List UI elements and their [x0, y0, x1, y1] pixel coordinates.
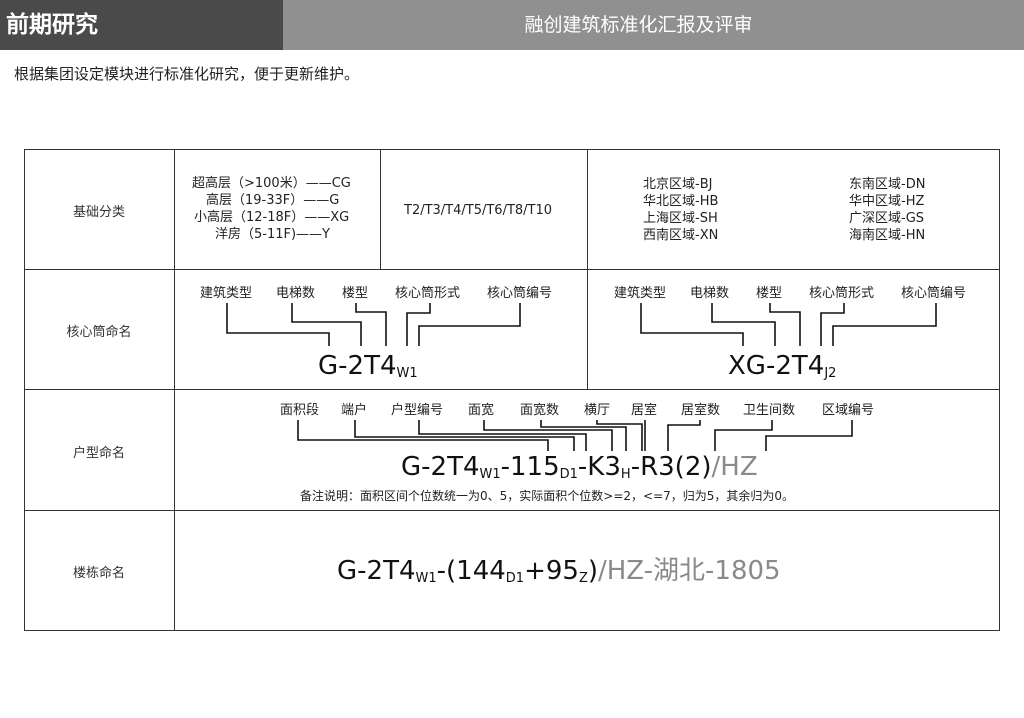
row-label-unit: 户型命名	[72, 446, 125, 461]
row-divider	[24, 510, 1000, 511]
header-bar: 前期研究 融创建筑标准化汇报及评审	[0, 0, 1024, 50]
height-class-item: 洋房（5-11F)——Y	[215, 227, 330, 242]
height-class-item: 小高层（12-18F）——XG	[194, 210, 350, 225]
core-part-label: 楼型	[756, 286, 783, 301]
region-item: 广深区域-GS	[849, 211, 925, 226]
region-item: 北京区域-BJ	[643, 177, 713, 192]
unit-part-label: 户型编号	[391, 403, 444, 418]
region-item: 华中区域-HZ	[849, 194, 925, 209]
row-divider	[24, 269, 1000, 270]
core-part-label: 电梯数	[690, 286, 730, 301]
core-part-label: 楼型	[342, 286, 369, 301]
unit-part-label: 端户	[341, 403, 368, 418]
height-class-item: 高层（19-33F）——G	[206, 193, 340, 208]
row-label-basic: 基础分类	[72, 205, 125, 220]
unit-part-label: 居室数	[681, 403, 721, 418]
building-types: T2/T3/T4/T5/T6/T8/T10	[404, 203, 553, 218]
column-divider	[380, 149, 381, 269]
row-label-building: 楼栋命名	[72, 566, 125, 581]
region-item: 海南区域-HN	[849, 228, 926, 243]
unit-part-label: 居室	[631, 403, 658, 418]
page-title: 融创建筑标准化汇报及评审	[524, 14, 753, 36]
section-title: 前期研究	[0, 0, 283, 50]
core-part-label: 核心筒形式	[809, 286, 875, 301]
row-divider	[24, 389, 1000, 390]
core-part-label: 核心筒形式	[395, 286, 461, 301]
unit-part-label: 横厅	[584, 403, 611, 418]
row-label-core: 核心筒命名	[66, 325, 132, 340]
core-part-label: 核心筒编号	[901, 286, 967, 301]
core-example-left: G-2T4W1	[318, 351, 418, 381]
unit-part-label: 面宽	[468, 403, 495, 418]
region-item: 华北区域-HB	[643, 194, 719, 209]
unit-part-label: 区域编号	[822, 403, 875, 418]
column-divider	[174, 149, 175, 631]
height-class-item: 超高层（>100米）——CG	[192, 176, 351, 191]
core-part-label: 电梯数	[276, 286, 316, 301]
unit-part-label: 卫生间数	[743, 403, 796, 418]
region-item: 上海区域-SH	[643, 211, 718, 226]
building-code-example: G-2T4W1-(144D1+95Z)/HZ-湖北-1805	[337, 556, 781, 586]
column-divider	[587, 149, 588, 389]
core-example-right: XG-2T4J2	[728, 351, 837, 381]
intro-text: 根据集团设定模块进行标准化研究，便于更新维护。	[14, 65, 360, 83]
region-item: 东南区域-DN	[849, 177, 926, 192]
region-item: 西南区域-XN	[643, 228, 719, 243]
core-part-label: 核心筒编号	[487, 286, 553, 301]
core-part-label: 建筑类型	[614, 286, 667, 301]
unit-note: 备注说明：面积区间个位数统一为0、5，实际面积个位数>=2，<=7，归为5，其余…	[300, 489, 795, 503]
core-part-label: 建筑类型	[200, 286, 253, 301]
unit-part-label: 面宽数	[520, 403, 560, 418]
unit-part-label: 面积段	[280, 403, 320, 418]
unit-code-example: G-2T4W1-115D1-K3H-R3(2)/HZ	[401, 452, 758, 482]
naming-table	[24, 149, 1000, 631]
